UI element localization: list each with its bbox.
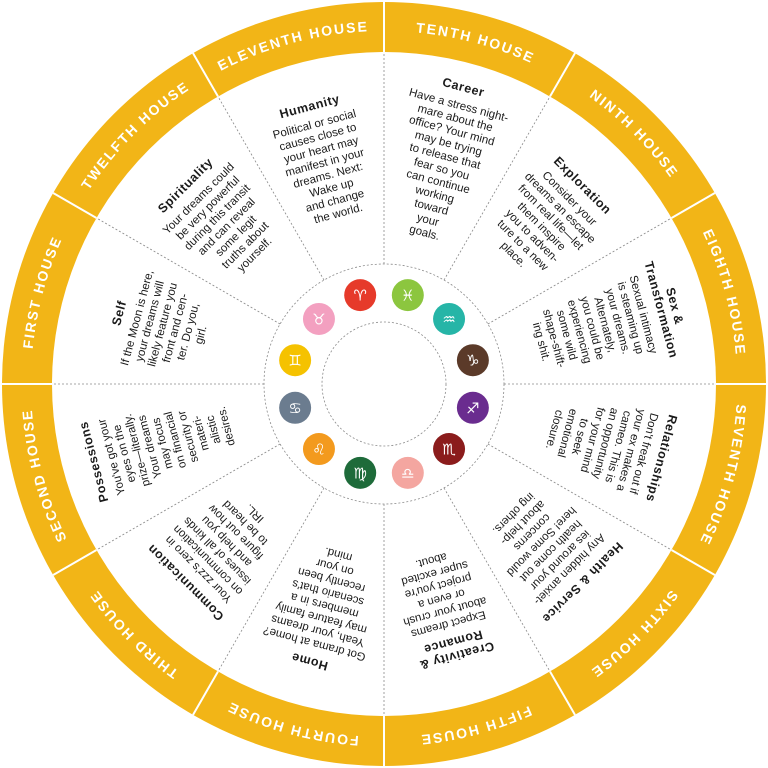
sign-badge (391, 279, 424, 312)
ring-separator (52, 192, 97, 219)
sign-glyph: ♌ (312, 441, 325, 459)
sign-badge (344, 456, 377, 489)
segment-divider (487, 443, 672, 551)
segment-divider (217, 96, 325, 281)
ring-separator (549, 671, 576, 716)
aries-icon: ♈ (344, 279, 377, 312)
sign-glyph: ♑ (466, 352, 479, 370)
ring-separator (52, 549, 97, 576)
sign-ring-outline (263, 263, 505, 505)
sign-glyph: ♉ (312, 310, 325, 328)
libra-icon: ♎ (391, 456, 424, 489)
ring-separator (671, 549, 716, 576)
sign-badge (433, 302, 466, 335)
zodiac-sign-ring: ♓ ♒ ♑ ♐ ♏ ♎ ♍ ♌ ♋ ♊ ♉ ♈ (279, 279, 489, 489)
house-title: Self (109, 299, 129, 327)
sign-badge (391, 456, 424, 489)
sign-badge (433, 433, 466, 466)
sign-glyph: ♍ (353, 464, 366, 482)
sign-badge (279, 344, 312, 377)
ring-separator (192, 52, 219, 97)
scorpio-icon: ♏ (433, 433, 466, 466)
ring-separator (192, 671, 219, 716)
cancer-icon: ♋ (279, 391, 312, 424)
segment-divider (96, 217, 281, 325)
segment-divider (96, 443, 281, 551)
virgo-icon: ♍ (344, 456, 377, 489)
sign-glyph: ♊ (288, 352, 301, 370)
sign-glyph: ♋ (288, 399, 301, 417)
center-hub (321, 321, 447, 447)
capricorn-icon: ♑ (456, 344, 489, 377)
sign-badge (456, 344, 489, 377)
sign-badge (456, 391, 489, 424)
sagittarius-icon: ♐ (456, 391, 489, 424)
aquarius-icon: ♒ (433, 302, 466, 335)
gemini-icon: ♊ (279, 344, 312, 377)
segment-divider (443, 96, 551, 281)
sign-badge (279, 391, 312, 424)
sign-badge (344, 279, 377, 312)
ring-separator (671, 192, 716, 219)
house-description-line: your (415, 212, 440, 229)
pisces-icon: ♓ (391, 279, 424, 312)
sign-glyph: ♈ (353, 287, 366, 305)
leo-icon: ♌ (302, 433, 335, 466)
sign-glyph: ♓ (401, 287, 414, 305)
segment-divider (487, 217, 672, 325)
sign-glyph: ♒ (442, 310, 455, 328)
taurus-icon: ♉ (302, 302, 335, 335)
sign-glyph: ♎ (401, 464, 414, 482)
sign-badge (302, 302, 335, 335)
sign-glyph: ♏ (442, 441, 456, 459)
segment-divider (443, 487, 551, 672)
sign-badge (302, 433, 335, 466)
segment-divider (217, 487, 325, 672)
house-description-line: girl. (193, 325, 209, 346)
sign-glyph: ♐ (466, 399, 479, 417)
ring-separator (549, 52, 576, 97)
